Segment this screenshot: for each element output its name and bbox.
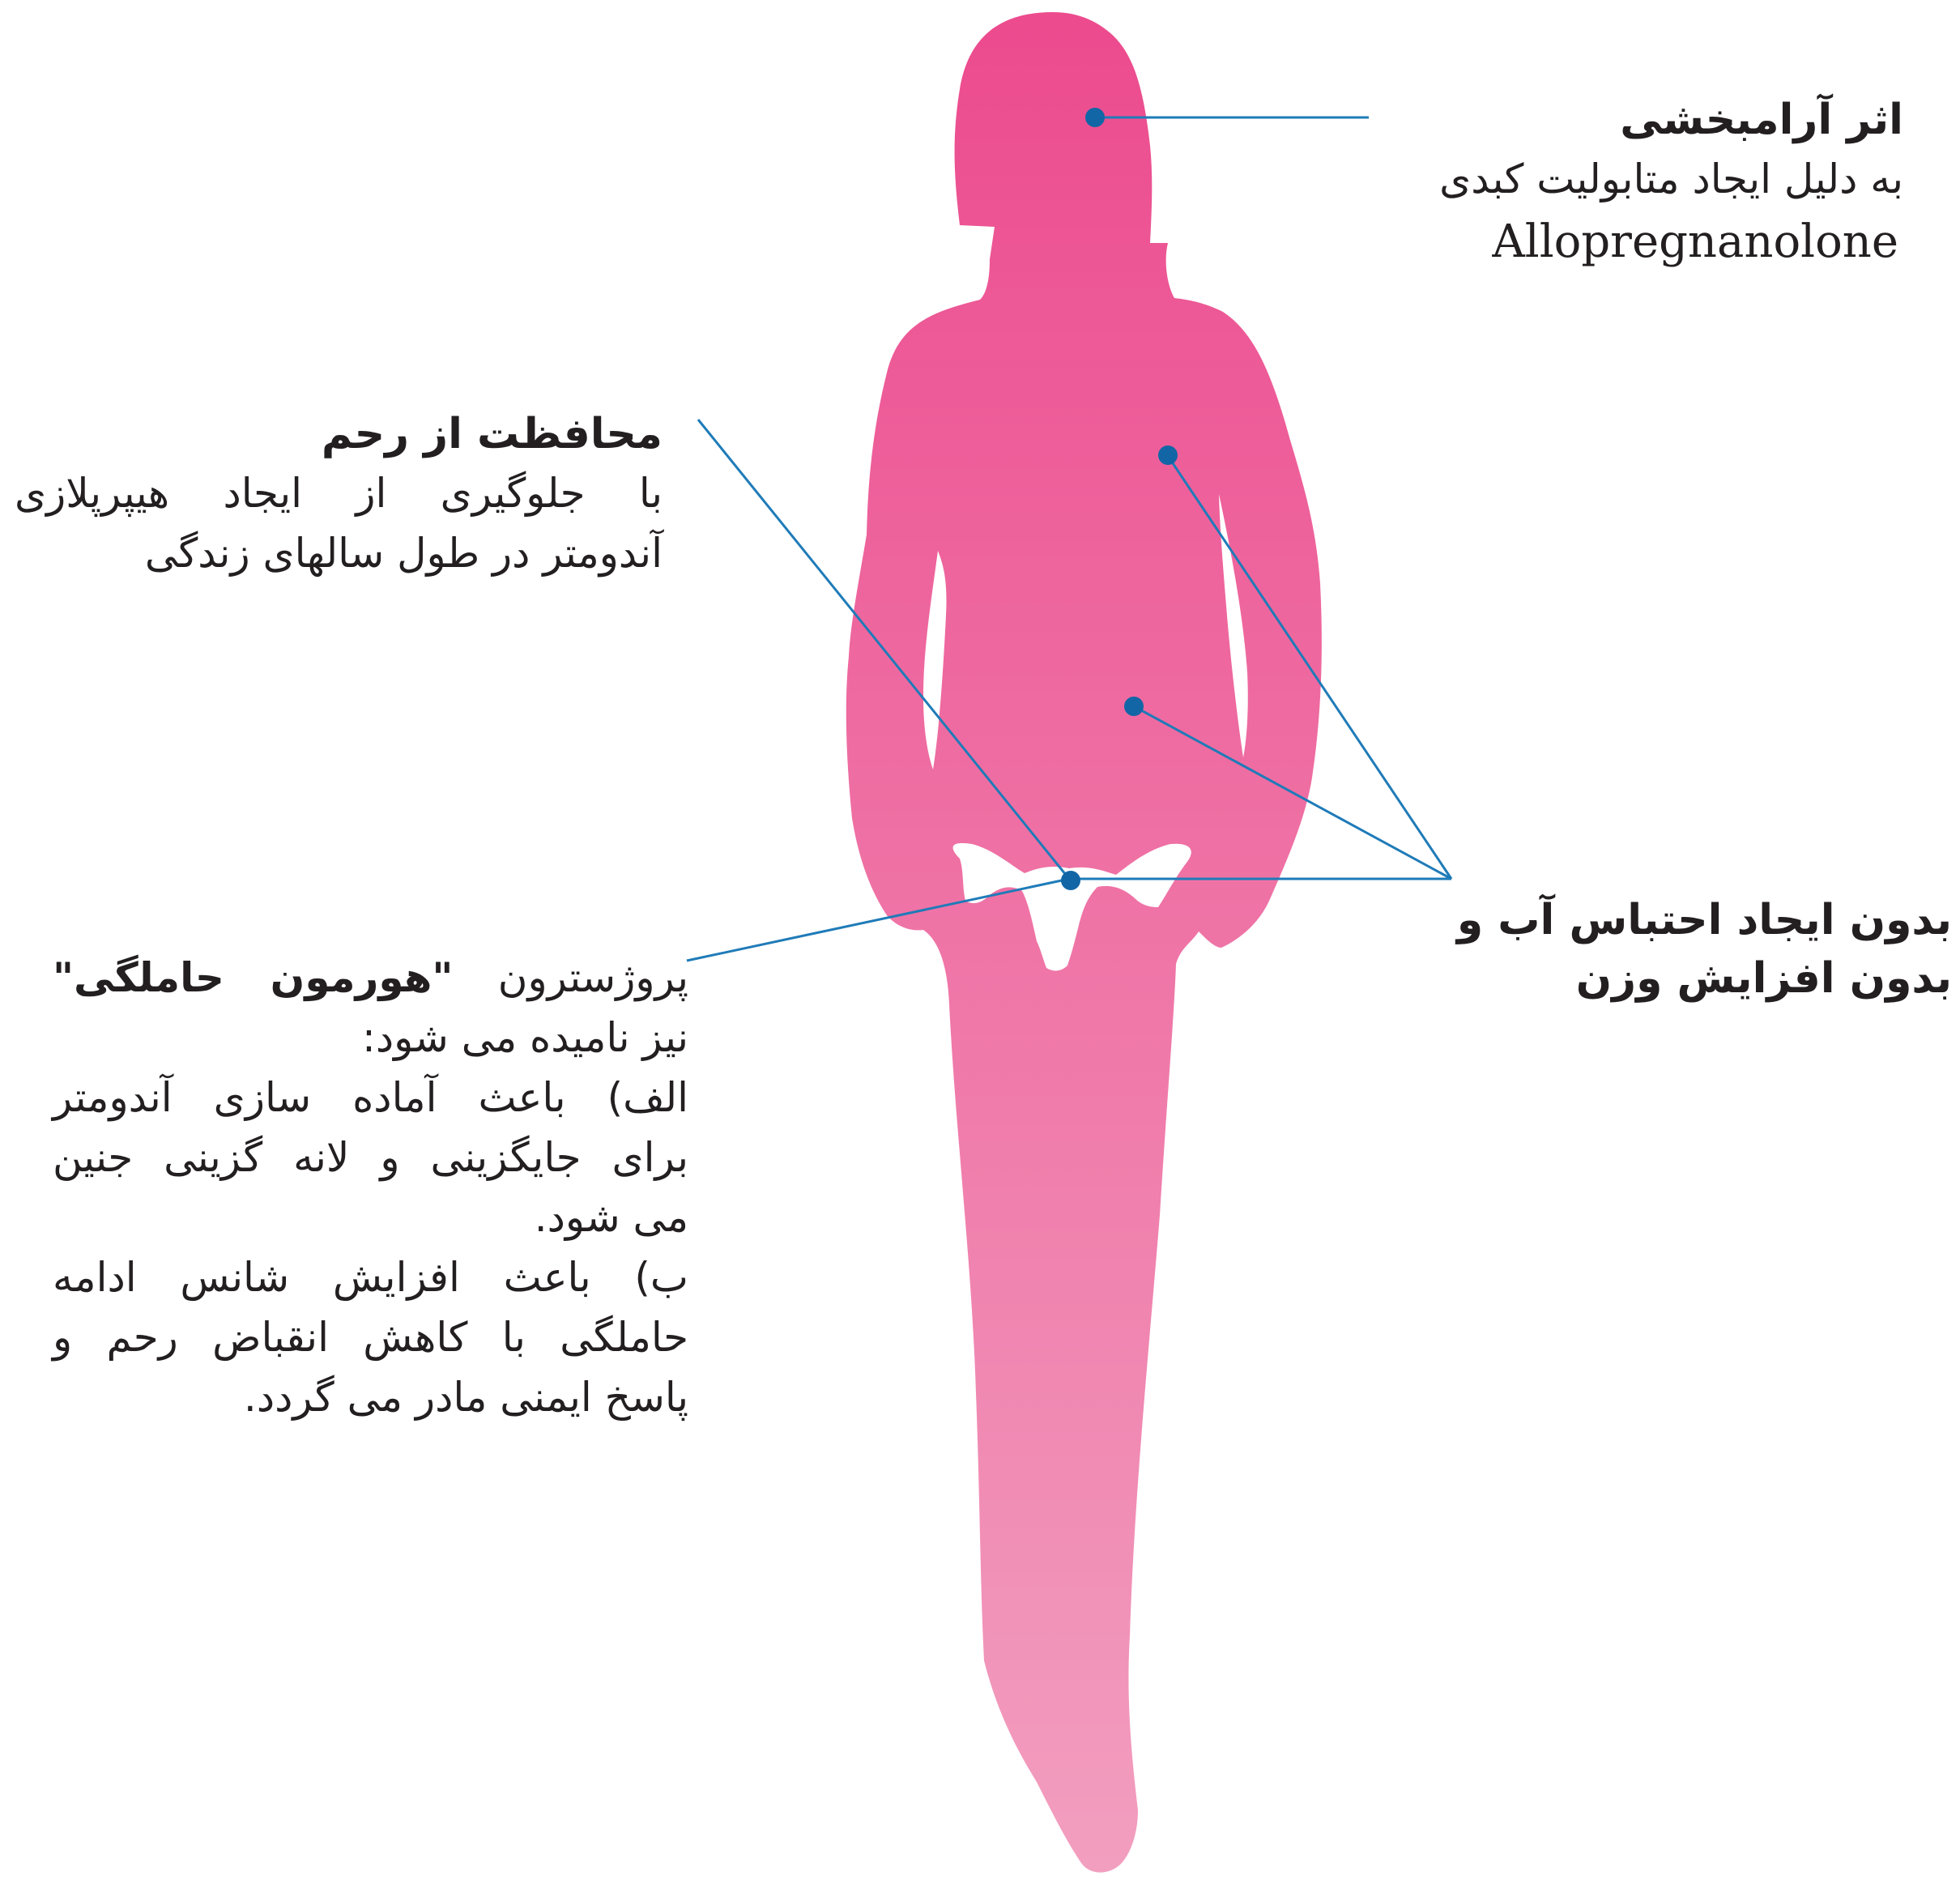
uterus-line-2: آندومتر در طول سالهای زندگی [15, 523, 663, 583]
pregnancy-line-2: نیز نامیده می شود: [53, 1008, 688, 1068]
uterus-line-1: با جلوگیری از ایجاد هیپرپلازی [15, 463, 663, 523]
pregnancy-quoted: "هورمون حاملگی" [53, 954, 454, 1001]
pregnancy-line-4: برای جایگزینی و لانه گزینی جنین [53, 1128, 688, 1187]
label-sedative-effect: اثر آرامبخشی به دلیل ایجاد متابولیت کبدی… [1361, 91, 1903, 275]
marker-abdomen [1124, 697, 1144, 716]
sedative-reason: به دلیل ایجاد متابولیت کبدی [1361, 149, 1903, 209]
uterus-title: محافظت از رحم [15, 405, 663, 463]
pregnancy-line-6: ب) باعث افزایش شانس ادامه [53, 1247, 688, 1307]
sedative-title: اثر آرامبخشی [1361, 91, 1903, 149]
pregnancy-line-1: پروژسترون "هورمون حاملگی" [53, 948, 688, 1008]
sedative-metabolite: Allopregnanolone [1361, 209, 1903, 275]
pregnancy-line-3: الف) باعث آماده سازی آندومتر [53, 1068, 688, 1128]
pregnancy-line-8: پاسخ ایمنی مادر می گردد. [53, 1367, 688, 1427]
water-line-2: بدون افزایش وزن [1466, 949, 1952, 1008]
marker-uterus [1061, 871, 1080, 890]
water-line-1: بدون ایجاد احتباس آب و [1466, 891, 1952, 949]
marker-head [1085, 108, 1105, 127]
woman-silhouette [846, 12, 1322, 1873]
label-no-water-retention: بدون ایجاد احتباس آب و بدون افزایش وزن [1466, 891, 1952, 1008]
pregnancy-line-7: حاملگی با کاهش انقباض رحم و [53, 1307, 688, 1367]
label-uterus-protection: محافظت از رحم با جلوگیری از ایجاد هیپرپل… [15, 405, 663, 583]
pregnancy-line-5: می شود. [53, 1187, 688, 1247]
label-pregnancy-hormone: پروژسترون "هورمون حاملگی" نیز نامیده می … [53, 948, 688, 1427]
marker-chest [1158, 445, 1178, 465]
pregnancy-intro: پروژسترون [498, 954, 688, 1001]
